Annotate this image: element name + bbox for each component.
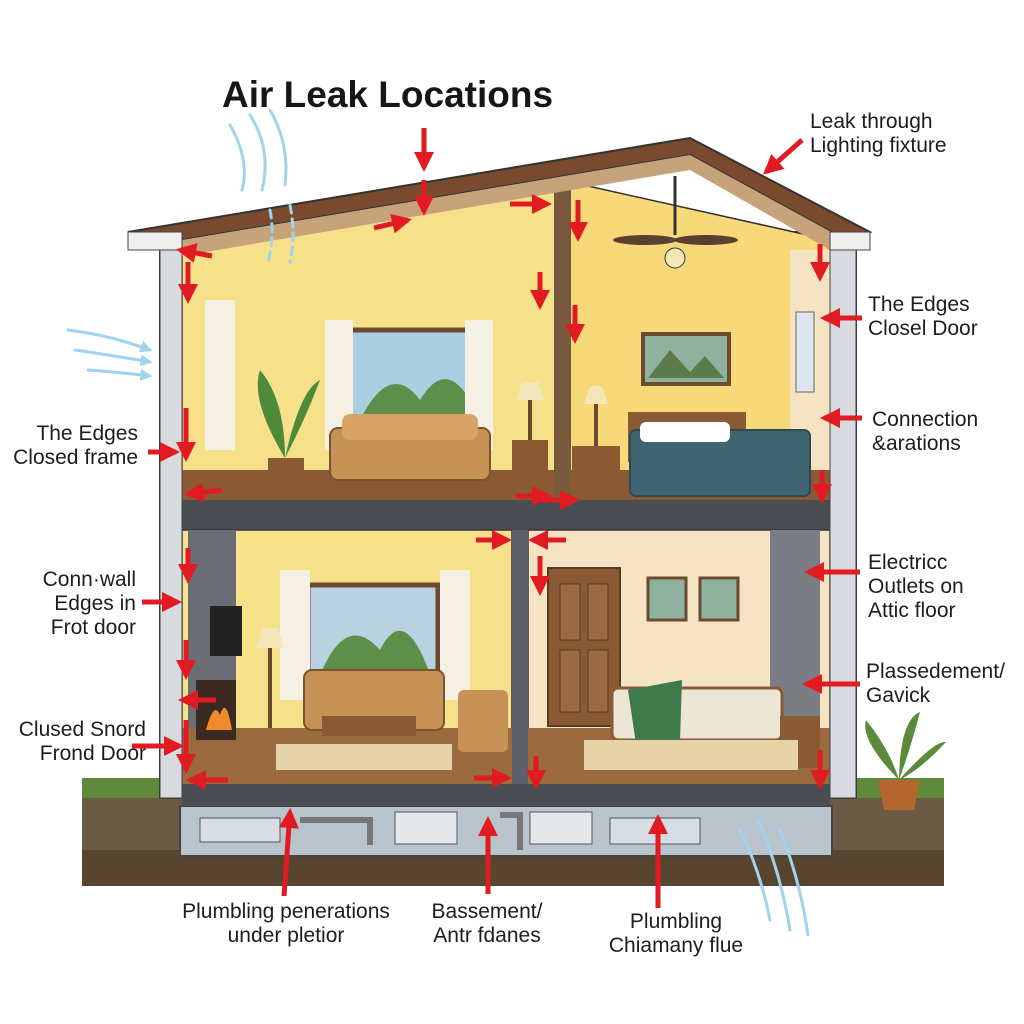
upstairs-living-room: [205, 300, 548, 498]
label-connection-separations: Connection &arations: [872, 408, 979, 455]
roof: [127, 136, 873, 256]
air-drafts: [66, 108, 810, 937]
arrow-plumbing-penetrations: [278, 808, 299, 897]
upstairs-bedroom: [572, 176, 815, 497]
label-plassedement-gavick: Plassedement/ Gavick: [866, 660, 1005, 707]
diagram-title: Air Leak Locations: [222, 74, 554, 115]
label-lighting-fixture: Leak through Lighting fixture: [810, 110, 947, 157]
downstairs-bedroom: [547, 530, 820, 770]
potted-plant: [865, 712, 946, 810]
label-plumbing-penetrations: Plumbling penerations under pletior: [182, 900, 390, 947]
label-electric-outlets: Electricc Outlets on Attic floor: [868, 551, 964, 622]
label-edges-closed-door: The Edges Closel Door: [868, 293, 978, 340]
label-basement-antrfdanes: Bassement/ Antr fdanes: [431, 900, 543, 947]
arrow-lighting: [763, 138, 804, 175]
basement: [179, 805, 833, 857]
label-edges-closed-frame: The Edges Closed frame: [13, 422, 138, 469]
leak-arrows: [132, 128, 862, 908]
label-plumbing-chimney: Plumbling Chiamany flue: [608, 910, 744, 957]
label-conn-wall-edges: Conn·wall Edges in Frot door: [42, 568, 136, 639]
label-clused-snord: Clused Snord Frond Door: [18, 718, 146, 765]
downstairs-living-room: [188, 530, 508, 770]
